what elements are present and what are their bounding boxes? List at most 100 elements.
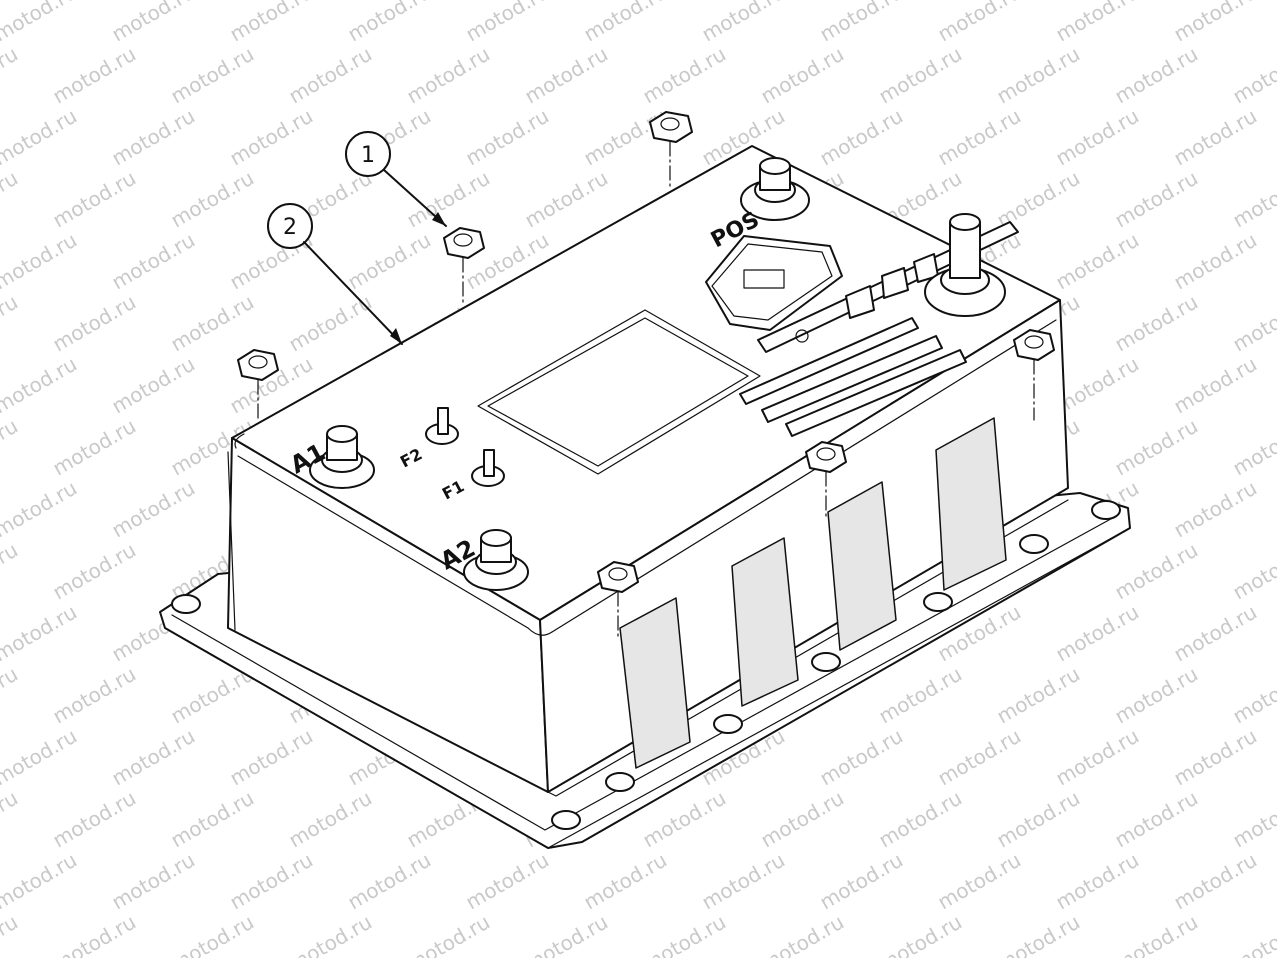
- watermark-text: motod.ru: [1229, 414, 1277, 481]
- watermark-text: motod.ru: [993, 42, 1084, 109]
- watermark-text: motod.ru: [49, 662, 140, 729]
- watermark-text: motod.ru: [1111, 662, 1202, 729]
- watermark-text: motod.ru: [816, 724, 907, 791]
- watermark-text: motod.ru: [108, 104, 199, 171]
- bus-bars: [739, 317, 967, 437]
- watermark-text: motod.ru: [1111, 910, 1202, 958]
- watermark-text: motod.ru: [875, 42, 966, 109]
- watermark-text: motod.ru: [1229, 538, 1277, 605]
- watermark-text: motod.ru: [521, 910, 612, 958]
- watermark-text: motod.ru: [0, 538, 22, 605]
- watermark-text: motod.ru: [1170, 352, 1261, 419]
- watermark-text: motod.ru: [0, 166, 22, 233]
- watermark-text: motod.ru: [934, 724, 1025, 791]
- watermark-text: motod.ru: [1052, 600, 1143, 667]
- watermark-text: motod.ru: [1229, 290, 1277, 357]
- watermark-text: motod.ru: [49, 166, 140, 233]
- watermark-text: motod.ru: [1170, 104, 1261, 171]
- watermark-text: motod.ru: [0, 414, 22, 481]
- mounting-bolts: [171, 500, 1121, 830]
- watermark-text: motod.ru: [875, 662, 966, 729]
- watermark-text: motod.ru: [639, 42, 730, 109]
- watermark-text: motod.ru: [993, 910, 1084, 958]
- watermark-text: motod.ru: [1229, 662, 1277, 729]
- watermark-text: motod.ru: [285, 910, 376, 958]
- watermark-text: motod.ru: [993, 166, 1084, 233]
- center-lines: [257, 141, 1035, 641]
- watermark-text: motod.ru: [462, 104, 553, 171]
- watermark-text: motod.ru: [108, 228, 199, 295]
- watermark-text: motod.ru: [285, 42, 376, 109]
- watermark-text: motod.ru: [226, 848, 317, 915]
- watermark-text: motod.ru: [0, 228, 81, 295]
- watermark-text: motod.ru: [49, 414, 140, 481]
- watermark-text: motod.ru: [580, 0, 671, 46]
- watermark-text: motod.ru: [462, 848, 553, 915]
- watermark-text: motod.ru: [226, 104, 317, 171]
- watermark-text: motod.ru: [1229, 42, 1277, 109]
- watermark-text: motod.ru: [0, 0, 81, 46]
- watermark-text: motod.ru: [757, 786, 848, 853]
- watermark-text: motod.ru: [108, 848, 199, 915]
- watermark-text: motod.ru: [344, 0, 435, 46]
- heatsink-fins: [619, 417, 1007, 769]
- watermark-text: motod.ru: [0, 42, 22, 109]
- watermark-text: motod.ru: [462, 0, 553, 46]
- watermark-text: motod.ru: [1111, 42, 1202, 109]
- watermark-text: motod.ru: [1229, 166, 1277, 233]
- watermark-text: motod.ru: [816, 848, 907, 915]
- watermark-text: motod.ru: [816, 0, 907, 46]
- watermark-text: motod.ru: [167, 786, 258, 853]
- watermark-text: motod.ru: [698, 848, 789, 915]
- watermark-text: motod.ru: [0, 848, 81, 915]
- watermark-text: motod.ru: [1170, 724, 1261, 791]
- watermark-text: motod.ru: [0, 352, 81, 419]
- watermark-text: motod.ru: [403, 910, 494, 958]
- power-terminals: [309, 157, 1006, 591]
- watermark-text: motod.ru: [0, 724, 81, 791]
- watermark-text: motod.ru: [49, 42, 140, 109]
- watermark-text: motod.ru: [226, 0, 317, 46]
- watermark-text: motod.ru: [521, 166, 612, 233]
- watermark-text: motod.ru: [934, 104, 1025, 171]
- watermark-text: motod.ru: [0, 104, 81, 171]
- watermark-text: motod.ru: [226, 724, 317, 791]
- watermark-text: motod.ru: [1052, 104, 1143, 171]
- watermark-text: motod.ru: [344, 848, 435, 915]
- callout-2-number: 2: [283, 215, 297, 240]
- watermark-text: motod.ru: [1111, 538, 1202, 605]
- watermark-text: motod.ru: [344, 228, 435, 295]
- watermark-text: motod.ru: [0, 290, 22, 357]
- watermark-text: motod.ru: [1052, 724, 1143, 791]
- watermark-text: motod.ru: [816, 104, 907, 171]
- watermark-text: motod.ru: [1111, 786, 1202, 853]
- watermark-text: motod.ru: [521, 42, 612, 109]
- watermark-text: motod.ru: [1170, 476, 1261, 543]
- watermark-text: motod.ru: [0, 476, 81, 543]
- watermark-text: motod.ru: [0, 786, 22, 853]
- watermark-text: motod.ru: [934, 0, 1025, 46]
- watermark-text: motod.ru: [875, 910, 966, 958]
- connector-block: [705, 235, 843, 331]
- watermark-text: motod.ru: [167, 290, 258, 357]
- watermark-text: motod.ru: [1111, 290, 1202, 357]
- watermark-text: motod.ru: [1170, 228, 1261, 295]
- watermark-text: motod.ru: [285, 290, 376, 357]
- watermark-text: motod.ru: [993, 662, 1084, 729]
- watermark-text: motod.ru: [403, 42, 494, 109]
- watermark-text: motod.ru: [108, 476, 199, 543]
- watermark-text: motod.ru: [580, 848, 671, 915]
- exploded-nuts: [237, 111, 1055, 593]
- watermark-text: motod.ru: [285, 786, 376, 853]
- watermark-text: motod.ru: [167, 42, 258, 109]
- watermark-text: motod.ru: [1170, 0, 1261, 46]
- watermark-text: motod.ru: [0, 662, 22, 729]
- watermark-text: motod.ru: [875, 786, 966, 853]
- watermark-text: motod.ru: [1170, 600, 1261, 667]
- watermark-text: motod.ru: [49, 910, 140, 958]
- watermark-text: motod.ru: [1052, 848, 1143, 915]
- watermark-text: motod.ru: [934, 848, 1025, 915]
- callout-2: 2: [267, 203, 403, 345]
- watermark-text: motod.ru: [167, 166, 258, 233]
